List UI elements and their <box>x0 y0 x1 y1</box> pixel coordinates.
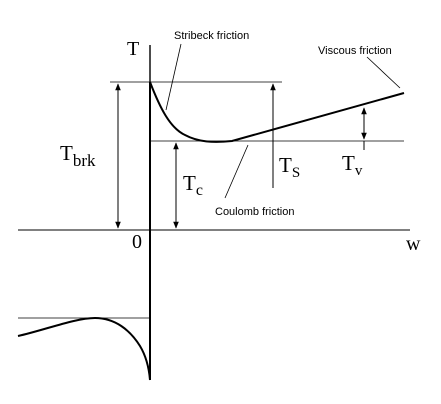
stribeck-leader <box>165 43 182 111</box>
friction-curve-negative <box>17 316 151 381</box>
friction-curve-positive <box>149 81 405 143</box>
t-c-label: Tc <box>183 171 203 199</box>
t-v-label: Tv <box>342 151 363 179</box>
t-axis-label: T <box>127 38 139 60</box>
stribeck-friction-note: Stribeck friction <box>174 30 249 42</box>
coulomb-friction-note: Coulomb friction <box>215 206 294 218</box>
viscous-leader <box>366 56 401 89</box>
viscous-friction-note: Viscous friction <box>318 45 392 57</box>
w-axis-label: w <box>406 233 421 255</box>
t-s-label: TS <box>279 153 300 181</box>
t-brk-label: Tbrk <box>60 141 96 170</box>
origin-label: 0 <box>132 231 142 253</box>
coulomb-leader <box>224 144 249 199</box>
